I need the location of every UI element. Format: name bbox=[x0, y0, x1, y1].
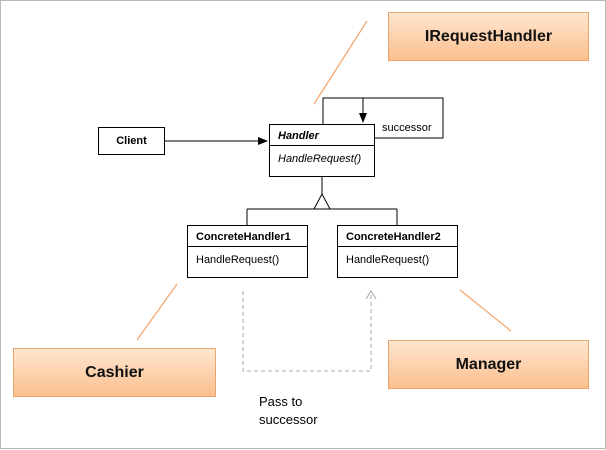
irequesthandler-note-label: IRequestHandler bbox=[424, 27, 553, 45]
pass-to-successor-label: Pass to successor bbox=[259, 394, 318, 427]
pass-to-successor-arrow bbox=[242, 291, 372, 372]
concrete-handler-1-name: ConcreteHandler1 bbox=[188, 226, 307, 247]
pass-to-successor-arrowhead bbox=[365, 290, 377, 300]
handler-class: Handler HandleRequest() bbox=[269, 124, 375, 177]
concrete-handler-2-method: HandleRequest() bbox=[346, 254, 430, 266]
concrete-handler-2-name: ConcreteHandler2 bbox=[338, 226, 457, 247]
inheritance-triangle bbox=[313, 192, 331, 210]
cashier-note-label: Cashier bbox=[85, 363, 144, 381]
irequesthandler-note-line bbox=[313, 20, 368, 105]
concrete-handler-2-class: ConcreteHandler2 HandleRequest() bbox=[337, 225, 458, 278]
successor-label: successor bbox=[382, 122, 432, 134]
client-box: Client bbox=[98, 127, 165, 155]
irequesthandler-note: IRequestHandler bbox=[388, 12, 589, 61]
successor-loop bbox=[322, 97, 444, 139]
handler-class-name: Handler bbox=[270, 125, 374, 146]
manager-note: Manager bbox=[388, 340, 589, 389]
cashier-note: Cashier bbox=[13, 348, 216, 397]
manager-note-line bbox=[459, 289, 512, 332]
handler-method: HandleRequest() bbox=[278, 153, 362, 165]
cashier-note-line bbox=[136, 283, 178, 341]
manager-note-label: Manager bbox=[455, 355, 522, 373]
concrete-handler-1-method: HandleRequest() bbox=[196, 254, 280, 266]
client-label: Client bbox=[116, 135, 147, 147]
concrete-handler-1-class: ConcreteHandler1 HandleRequest() bbox=[187, 225, 308, 278]
